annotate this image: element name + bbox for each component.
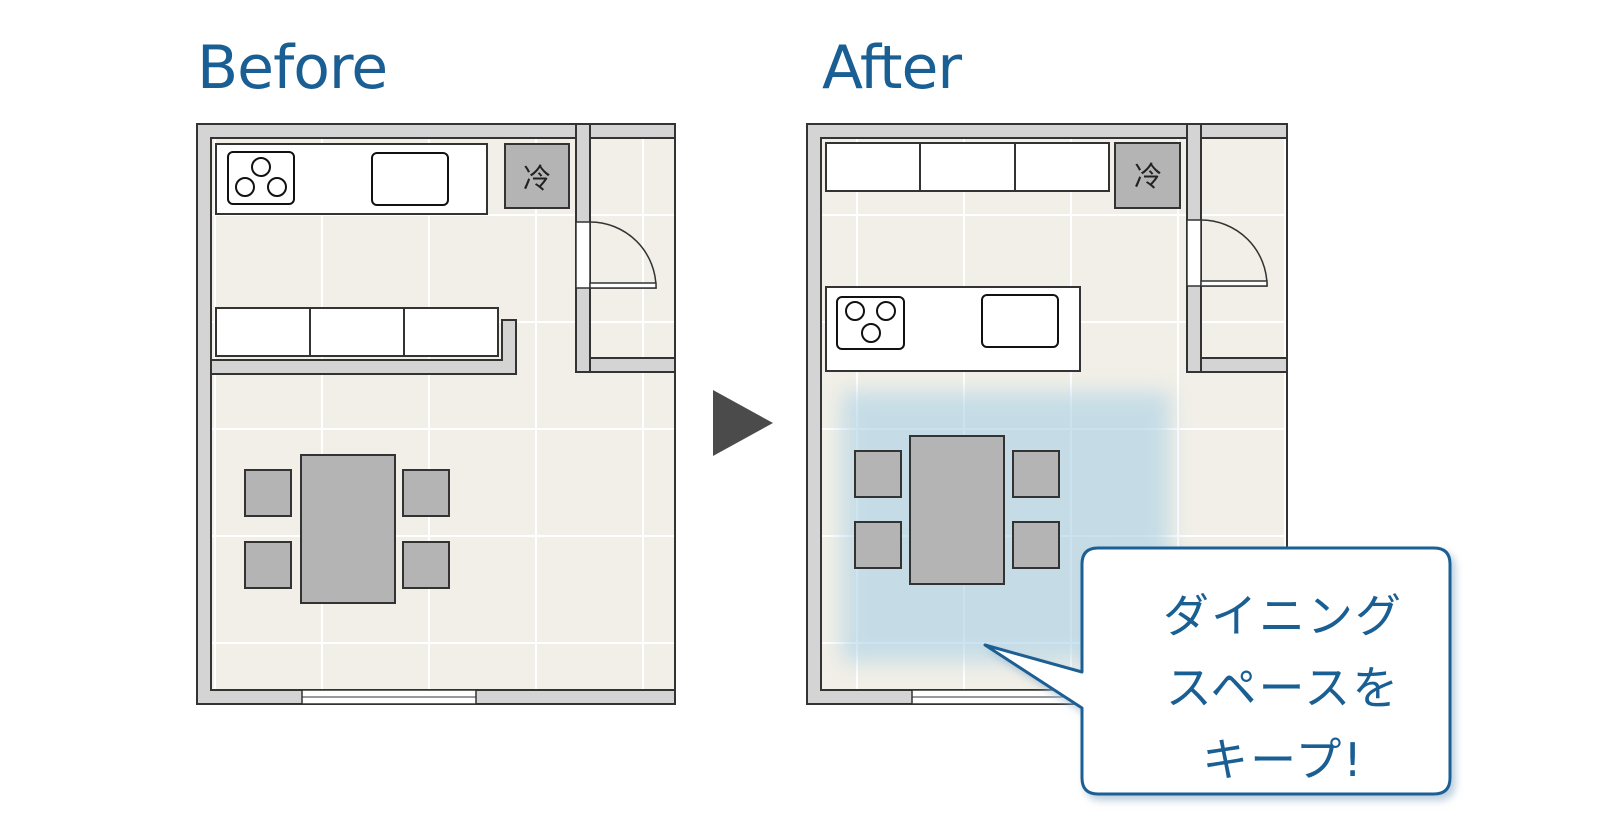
before-floor-plan xyxy=(196,123,676,705)
after-side-room xyxy=(1200,137,1288,359)
after-fridge-label: 冷 xyxy=(1134,160,1162,193)
after-burner-icon xyxy=(876,301,896,321)
before-burner-icon xyxy=(235,177,255,197)
after-door-swing xyxy=(1200,219,1268,287)
before-fridge-label: 冷 xyxy=(523,162,551,195)
after-burner-icon xyxy=(845,301,865,321)
before-partition-wall-lower xyxy=(589,357,676,373)
after-chair xyxy=(1012,521,1060,569)
before-doorway xyxy=(575,221,591,289)
after-title: After xyxy=(822,33,962,103)
after-dining-table xyxy=(909,435,1005,585)
after-sink-icon xyxy=(981,294,1059,348)
callout-bubble xyxy=(983,546,1452,796)
after-chair xyxy=(1012,450,1060,498)
before-chair xyxy=(402,469,450,517)
before-door-swing xyxy=(589,221,657,289)
before-fridge xyxy=(504,143,570,209)
callout-line-2: スペースを xyxy=(1165,661,1401,715)
after-chair xyxy=(854,450,902,498)
before-cupboard xyxy=(215,307,499,357)
after-partition-wall-lower xyxy=(1200,357,1288,373)
before-chair xyxy=(244,469,292,517)
before-kitchen-wall xyxy=(210,319,517,375)
after-chair xyxy=(854,521,902,569)
before-door xyxy=(589,282,657,289)
before-sink-icon xyxy=(371,152,449,206)
before-chair xyxy=(244,541,292,589)
before-title: Before xyxy=(197,33,388,103)
before-dining-table xyxy=(300,454,396,604)
after-doorway xyxy=(1186,219,1202,287)
after-door xyxy=(1200,280,1268,287)
transition-arrow-icon xyxy=(713,390,773,456)
after-fridge xyxy=(1114,142,1181,209)
before-burner-icon xyxy=(251,157,271,177)
callout-text: ダイニング スペースを キープ! xyxy=(1118,580,1448,796)
before-burner-icon xyxy=(267,177,287,197)
callout-line-1: ダイニング xyxy=(1163,589,1403,643)
before-side-room xyxy=(589,137,676,359)
after-burner-icon xyxy=(861,323,881,343)
after-cupboard xyxy=(825,142,1110,192)
callout-line-3: キープ! xyxy=(1202,733,1364,787)
before-chair xyxy=(402,541,450,589)
